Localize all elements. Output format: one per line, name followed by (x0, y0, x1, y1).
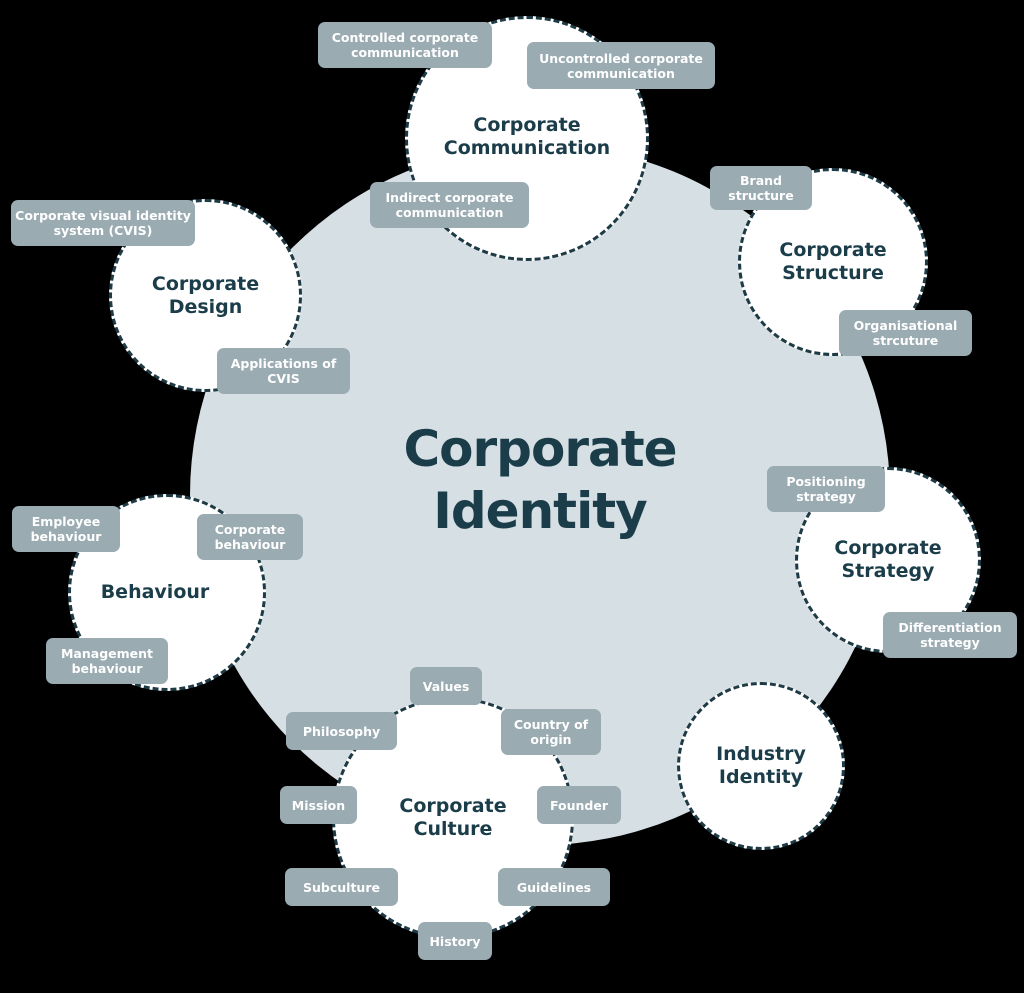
tag: Founder (537, 786, 621, 824)
node-title: Corporate Communication (443, 113, 611, 159)
node-title: Corporate Culture (399, 795, 507, 840)
tag: Employee behaviour (12, 506, 120, 552)
node-industry-identity: Industry Identity (677, 682, 845, 850)
tag: Corporate visual identity system (CVIS) (11, 200, 195, 246)
tag: Corporate behaviour (197, 514, 303, 560)
tag: Indirect corporate communication (370, 182, 529, 228)
node-title: Corporate Strategy (834, 537, 942, 582)
tag: Philosophy (286, 712, 397, 750)
tag: Positioning strategy (767, 466, 885, 512)
tag: Mission (280, 786, 357, 824)
tag: Organisational strcuture (839, 310, 972, 356)
tag: Brand structure (710, 166, 812, 210)
node-title: Behaviour (100, 581, 210, 603)
node-title: Corporate Structure (779, 239, 887, 284)
tag: Guidelines (498, 868, 610, 906)
tag: Uncontrolled corporate communication (527, 42, 715, 89)
tag: Subculture (285, 868, 398, 906)
main-title: Corporate Identity (403, 420, 677, 540)
tag: History (418, 922, 492, 960)
node-title: Corporate Design (151, 272, 260, 318)
tag: Differentiation strategy (883, 612, 1017, 658)
tag: Controlled corporate communication (318, 22, 492, 68)
tag: Values (410, 667, 482, 705)
tag: Management behaviour (46, 638, 168, 684)
node-title: Industry Identity (716, 743, 806, 788)
tag: Country of origin (501, 709, 601, 755)
tag: Applications of CVIS (217, 348, 350, 394)
